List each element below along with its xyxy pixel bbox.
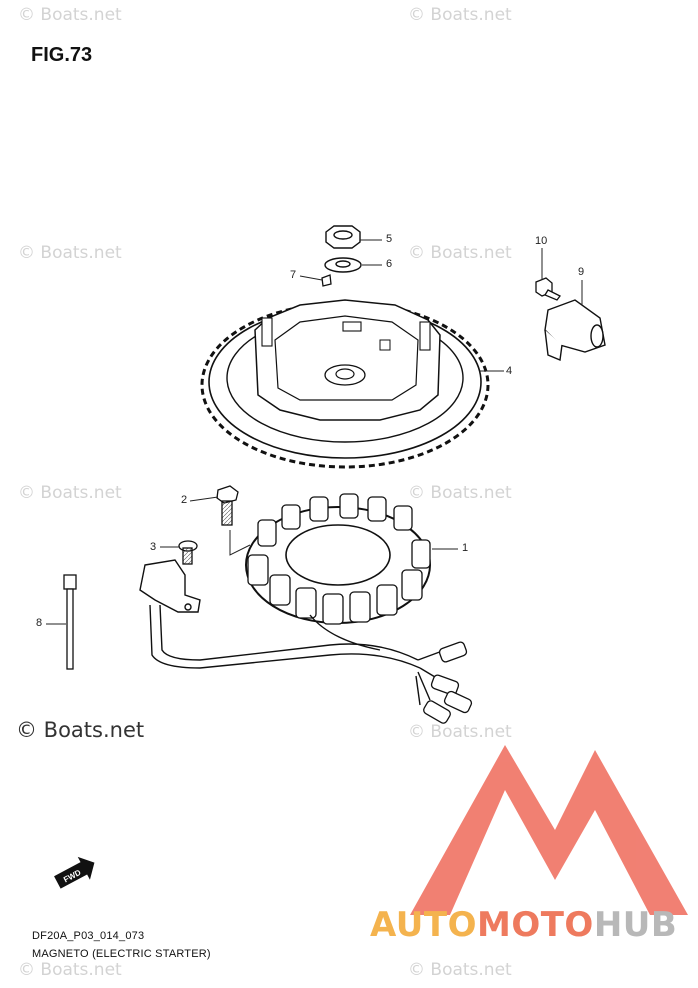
watermark: © Boats.net <box>18 5 122 25</box>
flywheel-part-icon <box>200 299 490 469</box>
leader-lines <box>46 239 583 625</box>
callout-number: 7 <box>290 269 297 281</box>
nut-part-icon <box>325 225 361 249</box>
connector-part-icon <box>423 641 473 724</box>
watermark: © Boats.net <box>18 243 122 263</box>
watermark-prominent: © Boats.net <box>16 718 145 742</box>
callout-number: 8 <box>36 617 43 629</box>
watermark: © Boats.net <box>408 722 512 742</box>
cable-tie-part-icon <box>63 574 77 670</box>
pulser-coil-part-icon <box>544 299 606 361</box>
callout-number: 5 <box>386 233 393 245</box>
callout-number: 10 <box>535 235 548 247</box>
callout-number: 4 <box>506 365 513 377</box>
brand-part-auto: AUTO <box>370 905 477 945</box>
watermark: © Boats.net <box>18 960 122 980</box>
watermark: © Boats.net <box>408 5 512 25</box>
watermark: © Boats.net <box>18 483 122 503</box>
callout-number: 2 <box>181 494 188 506</box>
callout-number: 3 <box>150 541 157 553</box>
key-part-icon <box>321 274 332 287</box>
brand-wordmark: AUTOMOTOHUB <box>370 905 677 945</box>
washer-part-icon <box>324 257 362 273</box>
brand-logo-icon <box>410 745 688 915</box>
watermark: © Boats.net <box>408 960 512 980</box>
bolt-part-icon <box>216 485 239 526</box>
stator-part-icon <box>245 493 431 625</box>
callout-number: 1 <box>462 542 469 554</box>
screw-part-icon <box>178 540 198 565</box>
brand-part-moto: MOTO <box>476 905 594 945</box>
callout-number: 6 <box>386 258 393 270</box>
callout-number: 9 <box>578 266 585 278</box>
bolt-part-icon <box>535 277 561 301</box>
watermark: © Boats.net <box>408 243 512 263</box>
brand-part-hub: HUB <box>593 905 678 945</box>
fwd-arrow-icon: FWD <box>54 856 95 889</box>
ground-bracket-part-icon <box>139 559 201 613</box>
diagram-name: MAGNETO (ELECTRIC STARTER) <box>32 948 211 960</box>
diagram-code: DF20A_P03_014_073 <box>32 930 145 942</box>
figure-title: FIG.73 <box>31 44 93 66</box>
watermark: © Boats.net <box>408 483 512 503</box>
wire-harness-part-icon <box>149 604 446 706</box>
